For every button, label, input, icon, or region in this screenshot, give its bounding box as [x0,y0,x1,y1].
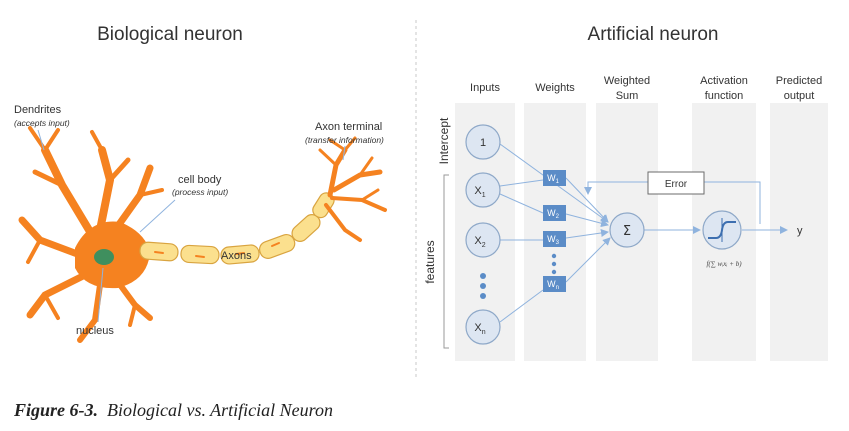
input-node-x2: X2 [465,222,501,258]
x1-subscript: 1 [482,192,486,199]
figure-caption-text: Biological vs. Artificial Neuron [107,400,333,420]
cell-body-pointer [139,199,176,233]
w3-letter: W [547,234,556,244]
axon-terminal-pointer [342,145,346,161]
dendrites-sublabel: (accepts input) [14,118,70,128]
x2-letter: X [474,235,482,247]
inputs-header: Inputs [470,82,500,94]
nucleus-pointer [97,267,104,323]
activation-formula: f(∑ wᵢxᵢ + b) [706,260,742,268]
x1-letter: X [474,185,482,197]
weight-ellipsis-dots [551,253,557,275]
activation-header-2: function [705,90,744,102]
activation-header-1: Activation [700,75,748,87]
svg-text:Xn: Xn [474,322,485,336]
w3-subscript: 3 [556,240,560,246]
neuron-illustration [18,126,387,343]
axon-terminal-label: Axon terminal [315,121,382,133]
dendrites-label: Dendrites [14,104,62,116]
axons-label: Axons [221,250,252,262]
features-side-label: features [423,240,437,283]
w2-letter: W [547,208,556,218]
dendrites-pointer [37,129,45,151]
xn-subscript: n [482,329,486,336]
weight-box-w2: W2 [543,205,566,221]
weight-box-wn: Wn [543,276,566,292]
sum-symbol: Σ [623,224,631,239]
features-bracket [443,174,449,349]
nucleus-label: nucleus [76,325,114,337]
axon-terminal-sublabel: (transfer information) [305,135,384,145]
svg-text:X2: X2 [474,235,485,249]
input-node-intercept-value: 1 [480,137,486,149]
predicted-header-1: Predicted [776,75,822,87]
weight-box-w1: W1 [543,170,566,186]
svg-text:X1: X1 [474,185,485,199]
error-box: Error [647,171,705,195]
input-ellipsis-dots [480,273,486,299]
svg-text:W3: W3 [547,234,560,246]
svg-text:W2: W2 [547,208,560,220]
wn-letter: W [547,279,556,289]
weighted-sum-header-1: Weighted [604,75,650,87]
input-node-xn: Xn [465,309,501,345]
wn-subscript: n [556,285,559,291]
output-label: y [797,225,803,237]
xn-letter: X [474,322,482,334]
svg-text:Wn: Wn [547,279,559,291]
w1-subscript: 1 [556,179,560,185]
biological-neuron-title: Biological neuron [97,24,243,45]
intercept-side-label: Intercept [437,117,451,164]
x2-subscript: 2 [482,242,486,249]
nucleus-shape [94,249,114,265]
svg-text:W1: W1 [547,173,560,185]
sum-node: Σ [609,212,645,248]
weight-box-w3: W3 [543,231,566,247]
w2-subscript: 2 [556,214,560,220]
weighted-sum-header-2: Sum [616,90,639,102]
figure-caption: Figure 6-3. Biological vs. Artificial Ne… [14,400,333,421]
input-node-x1: X1 [465,172,501,208]
figure-number: Figure 6-3. [14,400,99,420]
predicted-header-2: output [784,90,815,102]
activation-node [702,210,742,250]
weights-header: Weights [535,82,575,94]
w1-letter: W [547,173,556,183]
input-node-intercept: 1 [465,124,501,160]
error-label: Error [665,179,688,190]
artificial-neuron-title: Artificial neuron [588,24,719,45]
cell-body-sublabel: (process input) [172,187,228,197]
cell-body-label: cell body [178,174,222,186]
